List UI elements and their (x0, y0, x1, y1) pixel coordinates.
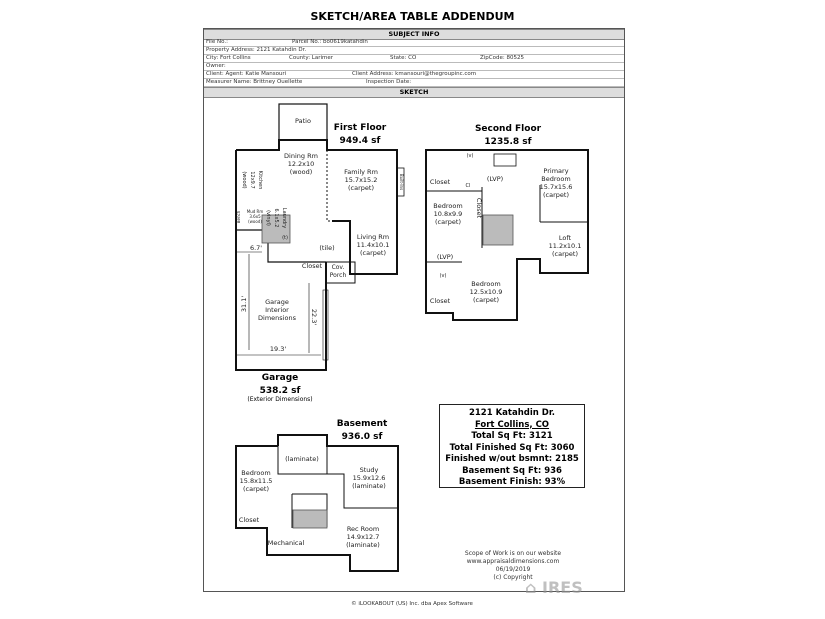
county: County: Larimer (289, 55, 334, 61)
row-address: Property Address: 2121 Katahdin Dr. (204, 47, 624, 55)
area-summary-box: 2121 Katahdin Dr. Fort Collins, CO Total… (439, 404, 585, 488)
row-city: City: Fort Collins County: Larimer State: … (204, 55, 624, 63)
measurer: Measurer Name: Brittney Ouellette (206, 79, 303, 85)
file-no: File No.: (206, 39, 228, 45)
vanity-label: (v) (466, 153, 474, 159)
room-toilet: (t) (282, 235, 288, 241)
client: Client: Agent: Katie Mansouri (206, 71, 287, 77)
room-bench: Bench (236, 210, 241, 224)
row-measurer: Measurer Name: Brittney Ouellette Inspect… (204, 79, 624, 87)
summary-finished: Total Finished Sq Ft: 3060 (449, 442, 575, 453)
vanity-label-2: (v) (439, 273, 447, 279)
room-bath-laminate: (laminate) (285, 455, 319, 463)
room-bedroom-2: Bedroom 10.8x9.9 (carpet) (433, 202, 463, 226)
summary-address: 2121 Katahdin Dr. (468, 408, 556, 418)
built-ins: Built-Ins (399, 173, 404, 191)
room-living: Living Rm 11.4x10.1 (carpet) (356, 233, 390, 257)
city: City: Fort Collins (206, 55, 251, 61)
summary-city: Fort Collins, CO (474, 419, 550, 430)
room-bedroom-3: Bedroom 12.5x10.9 (carpet) (469, 280, 503, 304)
room-covered-porch: Cov. Porch (329, 264, 347, 279)
dim-31-1: 31.1' (240, 295, 248, 313)
zip: ZipCode: 80525 (480, 55, 524, 61)
room-family: Family Rm 15.7x15.2 (carpet) (344, 168, 378, 192)
dim-6-7: 6.7' (249, 244, 263, 252)
inspection-date: Inspection Date: (366, 79, 412, 85)
room-rec-room: Rec Room 14.9x12.7 (laminate) (346, 525, 380, 549)
room-mud: Mud Rm 3.6x5 (wood) (246, 209, 264, 224)
room-bedroom: Bedroom 15.8x11.5 (carpet) (239, 469, 273, 493)
room-closet-2: Closet (429, 297, 451, 305)
summary-total: Total Sq Ft: 3121 (471, 431, 553, 441)
room-cl: Cl (465, 183, 471, 189)
dim-22-3: 22.3' (310, 308, 318, 326)
footer-copyright: © iLOOKABOUT (US) Inc. dba Apex Software (351, 601, 473, 607)
summary-no-basement: Finished w/out bsmnt: 2185 (445, 454, 579, 464)
room-laundry: Laundry 6.1x5.2 (vinyl) (265, 207, 287, 229)
summary-basement-finish: Basement Finish: 93% (458, 477, 566, 487)
room-garage: Garage Interior Dimensions (258, 298, 296, 322)
state: State: CO (390, 55, 417, 61)
client-address: Client Address: kmansouri@thegroupinc.co… (352, 71, 477, 77)
room-bath2-lvp: (LVP) (436, 253, 454, 261)
room-bath-lvp: (LVP) (486, 175, 504, 183)
watermark-logo: ⌂ IRES (525, 578, 583, 597)
room-closet-hall: Closet (475, 197, 483, 219)
basement-plan (235, 434, 399, 572)
garage-note: (Exterior Dimensions) (247, 396, 313, 403)
room-kitchen: Kitchen 12x9.7 (wood) (241, 170, 263, 190)
row-file: File No.: Parcel No.: bo0619katahdin (204, 39, 624, 47)
room-closet: Closet (301, 262, 323, 270)
owner: Owner: (206, 63, 226, 69)
parcel-no: Parcel No.: bo0619katahdin (292, 39, 368, 45)
room-closet: Closet (429, 178, 451, 186)
room-mechanical: Mechanical (267, 539, 305, 547)
room-tile: (tile) (319, 244, 335, 252)
second-floor-plan (425, 149, 589, 321)
row-owner: Owner: (204, 63, 624, 71)
document-frame (203, 28, 625, 592)
page-title: SKETCH/AREA TABLE ADDENDUM (310, 10, 515, 23)
room-closet: Closet (238, 516, 260, 524)
room-dining: Dining Rm 12.2x10 (wood) (284, 152, 318, 176)
sketch-header: SKETCH (204, 87, 624, 98)
first-floor-plan (235, 103, 405, 371)
subject-info-header: SUBJECT INFO (204, 29, 624, 40)
summary-basement: Basement Sq Ft: 936 (462, 465, 562, 476)
room-loft: Loft 11.2x10.1 (carpet) (548, 234, 582, 258)
room-patio: Patio (295, 117, 311, 125)
room-study: Study 15.9x12.6 (laminate) (352, 466, 386, 490)
room-primary-bedroom: Primary Bedroom 15.7x15.6 (carpet) (539, 167, 573, 199)
dim-19-3: 19.3' (269, 345, 287, 353)
row-client: Client: Agent: Katie Mansouri Client Addr… (204, 71, 624, 79)
property-address: Property Address: 2121 Katahdin Dr. (206, 47, 307, 53)
